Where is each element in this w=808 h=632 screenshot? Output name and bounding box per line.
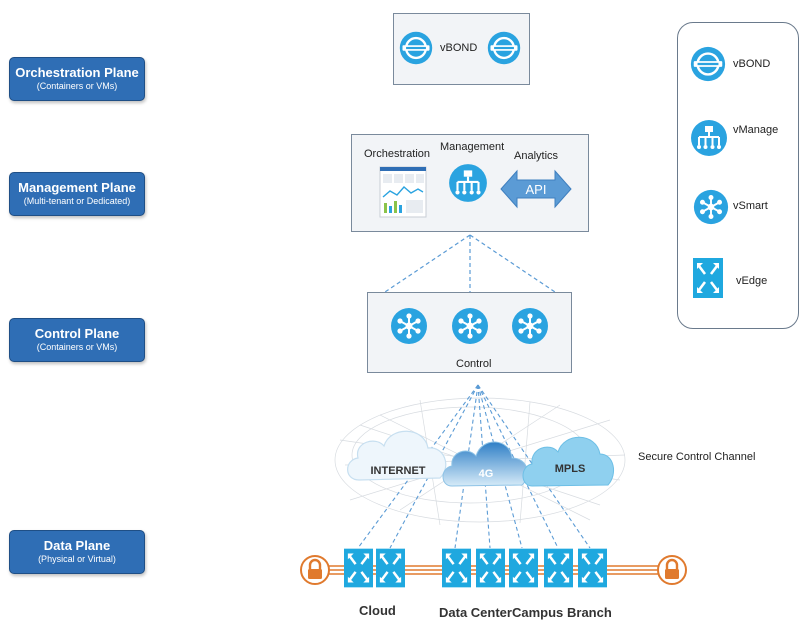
plane-subtitle: (Multi-tenant or Dedicated) — [23, 196, 131, 206]
orchestration-plane-label: Orchestration Plane (Containers or VMs) — [9, 57, 145, 101]
vbond-icon — [398, 30, 434, 66]
mpls-cloud-icon: MPLS — [522, 436, 615, 487]
plane-subtitle: (Containers or VMs) — [36, 342, 118, 352]
site-label-data-center: Data Center — [439, 605, 512, 620]
legend-label: vBOND — [733, 58, 771, 70]
analytics-label: Analytics — [514, 150, 559, 162]
site-label-cloud: Cloud — [359, 603, 396, 618]
mpls-label: MPLS — [555, 463, 586, 475]
data-plane-label: Data Plane (Physical or Virtual) — [9, 530, 145, 574]
vsmart-icon — [390, 307, 428, 345]
vsmart-icon — [511, 307, 549, 345]
vedge-icon — [544, 548, 573, 588]
vedge-icon — [693, 258, 723, 298]
control-plane-label: Control Plane (Containers or VMs) — [9, 318, 145, 362]
plane-subtitle: (Physical or Virtual) — [38, 554, 116, 564]
vsmart-icon — [451, 307, 489, 345]
site-label-campus: Campus — [512, 605, 564, 620]
plane-title: Orchestration Plane — [15, 65, 139, 80]
orchestration-label: Orchestration — [364, 148, 431, 160]
vedge-icon — [509, 548, 538, 588]
lock-icon — [299, 554, 331, 586]
internet-label: INTERNET — [371, 465, 426, 477]
vbond-icon — [689, 45, 727, 83]
vbond-icon — [486, 30, 522, 66]
secure-control-channel-label: Secure Control Channel — [638, 451, 756, 463]
site-label-branch: Branch — [567, 605, 612, 620]
vedge-icon — [442, 548, 471, 588]
plane-title: Management Plane — [18, 180, 136, 195]
api-arrow-icon: API — [500, 169, 572, 209]
4g-label: 4G — [479, 468, 494, 480]
legend-label: vEdge — [736, 275, 768, 287]
management-plane-label: Management Plane (Multi-tenant or Dedica… — [9, 172, 145, 216]
legend-label: vSmart — [733, 200, 768, 212]
internet-cloud-icon: INTERNET — [347, 430, 447, 481]
vedge-icon — [578, 548, 607, 588]
vmanage-icon — [448, 163, 488, 203]
dashboard-thumbnail-icon — [379, 166, 427, 218]
vbond-label: vBOND — [440, 42, 478, 54]
4g-cloud-icon: 4G — [442, 441, 528, 487]
vsmart-icon — [692, 188, 730, 226]
legend-panel: vBOND vManage vSmart vEdge — [677, 22, 799, 329]
vedge-icon — [476, 548, 505, 588]
plane-title: Data Plane — [43, 538, 111, 553]
lock-icon — [656, 554, 688, 586]
vedge-icon — [376, 548, 405, 588]
plane-title: Control Plane — [34, 326, 120, 341]
vedge-icon — [344, 548, 373, 588]
plane-subtitle: (Containers or VMs) — [36, 81, 118, 91]
vmanage-icon — [690, 119, 728, 157]
control-label: Control — [456, 358, 492, 370]
management-to-control-links — [384, 234, 556, 293]
legend-label: vManage — [733, 124, 779, 136]
management-label: Management — [440, 141, 505, 153]
api-label: API — [526, 182, 547, 197]
